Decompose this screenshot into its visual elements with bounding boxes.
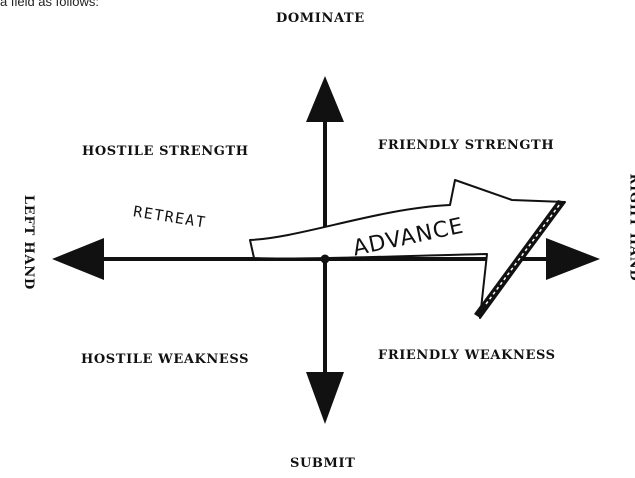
quadrant-label-hostile-strength: HOSTILE STRENGTH [82, 144, 249, 159]
axis-origin-dot [321, 255, 330, 264]
axis-label-right-hand: RIGHT HAND [627, 174, 635, 282]
dominate-arrowhead [306, 76, 344, 122]
quadrant-label-friendly-strength: FRIENDLY STRENGTH [378, 138, 554, 153]
quadrant-label-friendly-weakness: FRIENDLY WEAKNESS [378, 348, 556, 363]
axis-label-left-hand: LEFT HAND [21, 195, 36, 290]
left-hand-arrowhead [52, 238, 104, 280]
axis-label-submit: SUBMIT [290, 456, 355, 471]
submit-arrowhead [306, 372, 344, 424]
axis-label-dominate: DOMINATE [276, 11, 365, 26]
right-hand-arrowhead [546, 238, 600, 280]
quadrant-label-hostile-weakness: HOSTILE WEAKNESS [81, 352, 249, 367]
